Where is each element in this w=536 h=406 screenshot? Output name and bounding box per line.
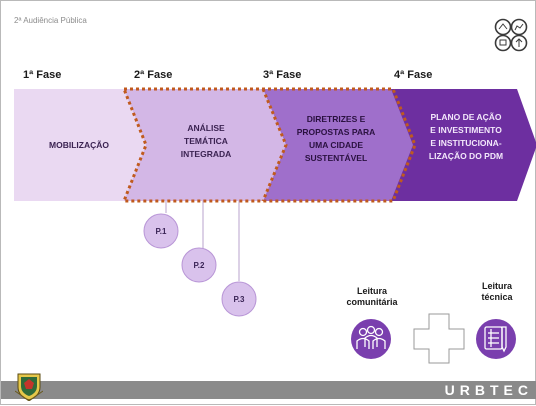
phase-3-text-3: SUSTENTÁVEL <box>305 153 367 163</box>
cross-connector-icon <box>413 313 465 364</box>
objectives-quad-icon <box>494 18 528 52</box>
phase-label-1: 1ª Fase <box>23 69 62 81</box>
municipal-crest-icon <box>15 373 43 401</box>
phase-2-text-0: ANÁLISE <box>187 123 225 133</box>
phase-3-text-0: DIRETRIZES E <box>307 114 366 124</box>
technical-document-icon <box>476 319 516 359</box>
leitura-comunitaria-line2: comunitária <box>346 297 398 307</box>
leitura-comunitaria-label: Leitura comunitária <box>341 286 403 308</box>
phase-4-text-1: E INVESTIMENTO <box>430 125 502 135</box>
phase-label-3: 3ª Fase <box>263 69 302 81</box>
slide-header: 2ª Audiência Pública <box>14 16 87 25</box>
phase-3-text-1: PROPOSTAS PARA <box>297 127 376 137</box>
phase-4-text-3: LIZAÇÃO DO PDM <box>429 151 503 161</box>
product-circle-p1 <box>143 213 179 249</box>
product-label-p2: P.2 <box>194 261 206 270</box>
leitura-tecnica-line2: técnica <box>481 292 513 302</box>
phase-label-4: 4ª Fase <box>394 69 433 81</box>
leitura-tecnica-label: Leitura técnica <box>471 281 523 303</box>
leitura-comunitaria-line1: Leitura <box>356 286 387 296</box>
community-people-icon <box>351 319 391 359</box>
product-label-p1: P.1 <box>156 227 168 236</box>
phase-card-2 <box>124 89 286 201</box>
product-circle-p3 <box>221 281 257 317</box>
footer-bar: URBTEC <box>1 381 536 399</box>
product-label-p3: P.3 <box>234 295 246 304</box>
phase-label-2: 2ª Fase <box>134 69 173 81</box>
product-circle-p2 <box>181 247 217 283</box>
leitura-tecnica-line1: Leitura <box>481 281 512 291</box>
phase-3-text-2: UMA CIDADE <box>309 140 363 150</box>
phase-card-1 <box>14 89 146 201</box>
phase-card-3 <box>263 89 415 201</box>
phase-2-text-2: INTEGRADA <box>181 149 232 159</box>
phase-4-text-0: PLANO DE AÇÃO <box>431 112 502 122</box>
dotted-divider-2-3 <box>261 88 288 202</box>
phase-1-text-0: MOBILIZAÇÃO <box>49 140 109 150</box>
phase-card-4 <box>391 89 536 201</box>
footer-brand: URBTEC <box>444 382 533 398</box>
phase-2-text-1: TEMÁTICA <box>184 136 228 146</box>
phase-4-text-2: E INSTITUCIONA- <box>430 138 501 148</box>
